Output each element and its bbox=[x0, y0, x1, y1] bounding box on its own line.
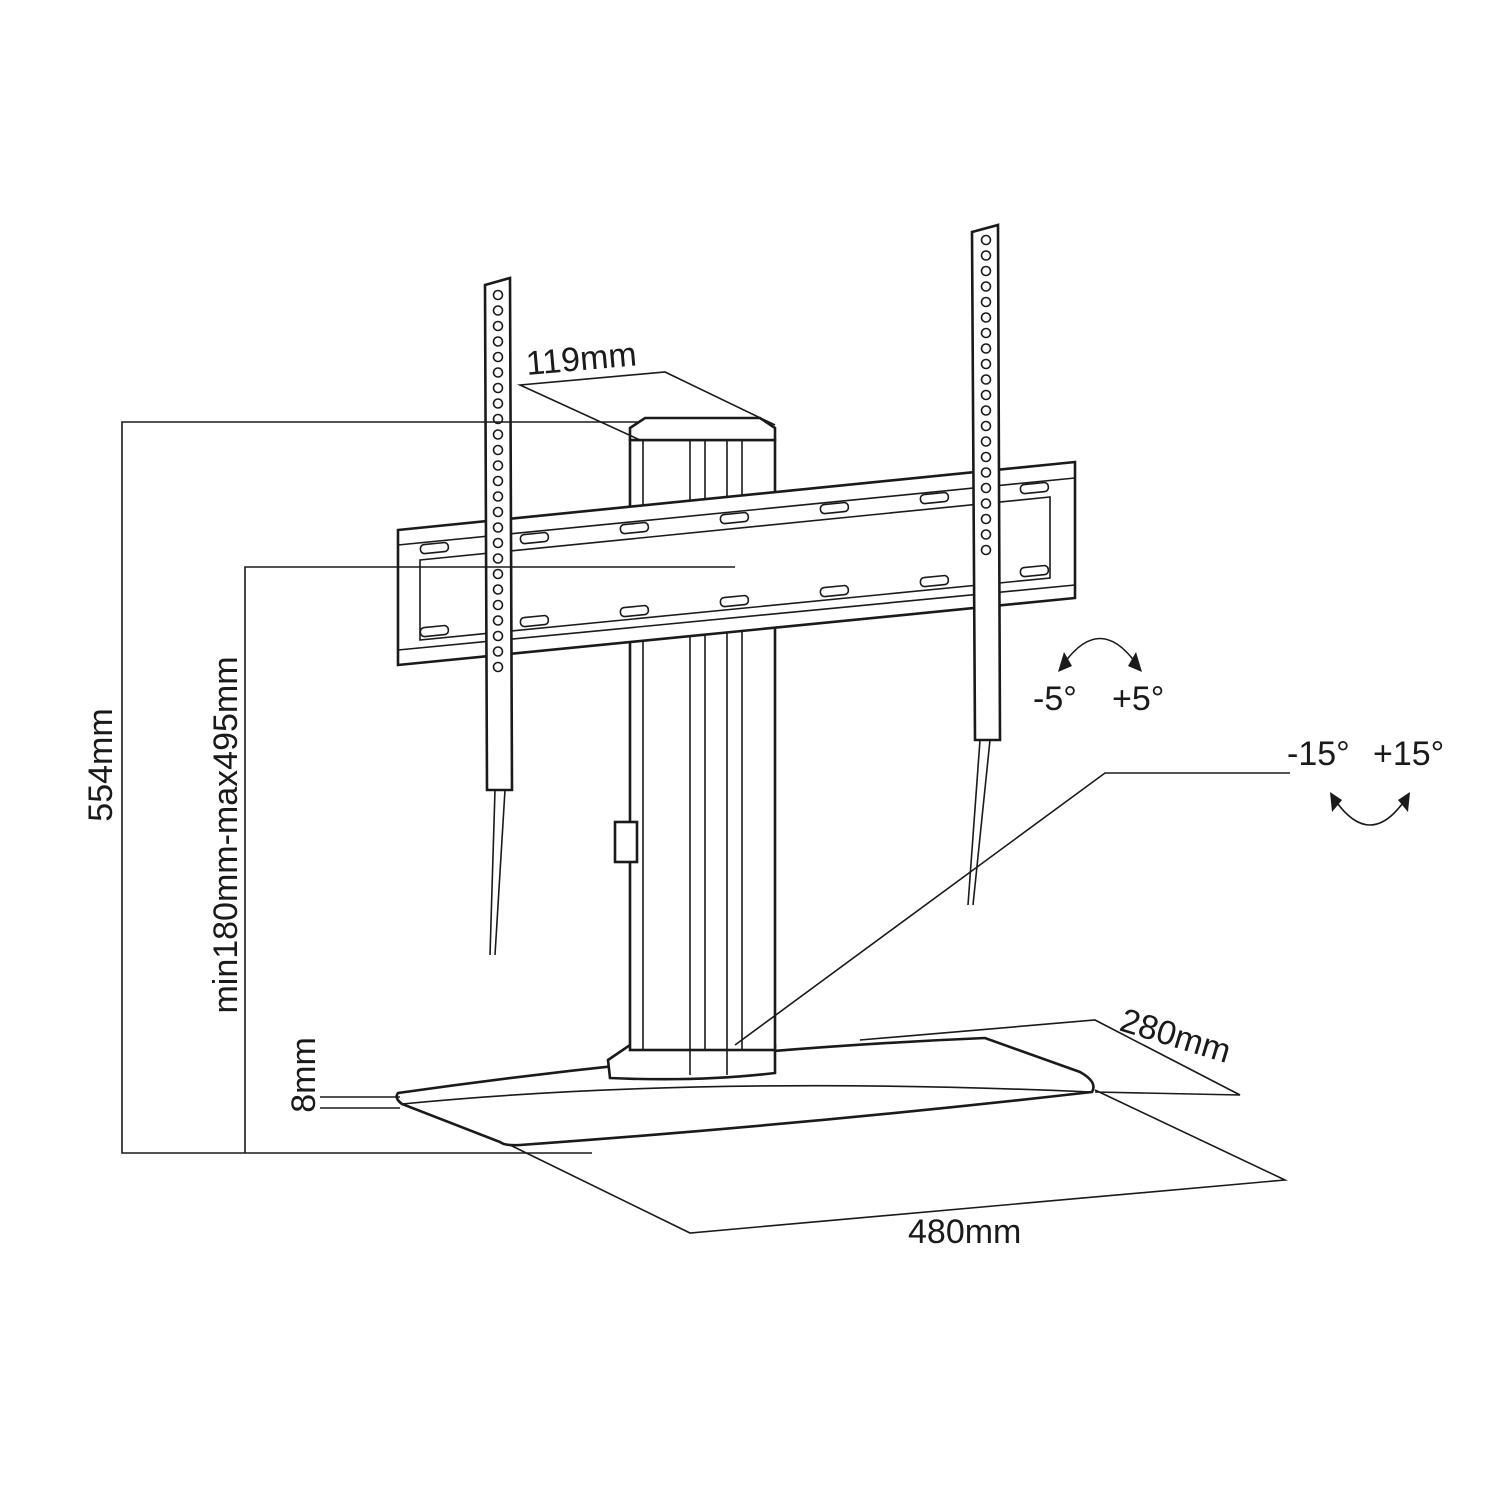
mount-hole bbox=[492, 506, 504, 518]
mount-hole bbox=[492, 537, 504, 549]
mount-hole bbox=[980, 420, 992, 432]
mount-hole bbox=[980, 250, 992, 261]
bracket-slot bbox=[1019, 481, 1050, 495]
mount-hole bbox=[492, 289, 504, 301]
total-height-label: 554mm bbox=[82, 708, 120, 821]
mount-hole bbox=[492, 413, 504, 425]
mount-hole bbox=[980, 234, 992, 246]
bracket-slot bbox=[619, 521, 650, 535]
height-range-label: min180mm-max495mm bbox=[207, 656, 245, 1013]
mount-hole bbox=[980, 482, 992, 494]
bracket-slot bbox=[1019, 564, 1050, 578]
base-width-label: 480mm bbox=[908, 1213, 1021, 1251]
mount-hole bbox=[980, 529, 992, 540]
mount-hole bbox=[492, 320, 504, 332]
bracket-slot bbox=[919, 574, 950, 588]
mount-hole bbox=[492, 351, 504, 363]
dimension-lines bbox=[121, 371, 1290, 1234]
mount-hole bbox=[492, 522, 504, 533]
mount-hole bbox=[492, 382, 504, 394]
mount-hole bbox=[492, 646, 504, 657]
mount-hole bbox=[492, 429, 504, 440]
mount-hole bbox=[492, 615, 504, 626]
mount-hole bbox=[492, 444, 504, 456]
mount-hole bbox=[980, 513, 992, 525]
mount-hole bbox=[492, 367, 504, 378]
mount-hole bbox=[980, 296, 992, 308]
mount-hole bbox=[492, 336, 504, 347]
tilt-minus-label: -5° bbox=[1033, 680, 1077, 718]
left-vertical-arm bbox=[483, 276, 514, 956]
mount-hole bbox=[980, 343, 992, 354]
mount-hole bbox=[980, 389, 992, 401]
bracket-slot bbox=[819, 584, 850, 598]
mount-hole bbox=[980, 312, 992, 323]
tilt-arrow-icon bbox=[1058, 637, 1142, 672]
mount-hole bbox=[492, 630, 504, 642]
bracket-slot bbox=[419, 624, 450, 638]
swivel-plus-label: +15° bbox=[1373, 735, 1444, 773]
base-thickness-label: 8mm bbox=[285, 1037, 323, 1113]
mount-hole bbox=[492, 584, 504, 595]
bracket-slot bbox=[819, 501, 850, 515]
mount-hole bbox=[980, 265, 992, 277]
mount-hole bbox=[492, 398, 504, 409]
mount-hole bbox=[492, 475, 504, 487]
mount-hole bbox=[980, 405, 992, 416]
bracket-slot bbox=[519, 614, 550, 628]
bracket-slot bbox=[619, 604, 650, 618]
swivel-minus-label: -15° bbox=[1287, 735, 1350, 773]
bracket-slot bbox=[419, 541, 450, 555]
bracket-slot bbox=[719, 594, 750, 608]
mount-hole bbox=[492, 568, 504, 580]
bracket-slot bbox=[919, 491, 950, 505]
tilt-plus-label: +5° bbox=[1112, 680, 1164, 718]
mount-hole bbox=[492, 553, 504, 564]
bracket-slot bbox=[719, 511, 750, 525]
mount-hole bbox=[492, 661, 504, 673]
right-vertical-arm bbox=[967, 223, 1002, 906]
mount-hole bbox=[980, 467, 992, 478]
mount-hole bbox=[980, 544, 992, 556]
mounting-bracket bbox=[396, 460, 1077, 667]
mount-hole bbox=[980, 451, 992, 463]
mount-hole bbox=[492, 599, 504, 611]
mount-hole bbox=[980, 358, 992, 370]
mount-hole bbox=[980, 281, 992, 292]
mount-hole bbox=[492, 305, 504, 316]
mount-hole bbox=[980, 327, 992, 339]
mount-hole bbox=[980, 374, 992, 385]
base-depth-label: 280mm bbox=[1116, 1001, 1236, 1070]
mount-hole bbox=[492, 491, 504, 502]
swivel-arrow-icon bbox=[1330, 792, 1410, 826]
bracket-slot bbox=[519, 531, 550, 545]
mount-hole bbox=[492, 460, 504, 471]
mount-hole bbox=[980, 498, 992, 509]
mount-hole bbox=[980, 436, 992, 447]
